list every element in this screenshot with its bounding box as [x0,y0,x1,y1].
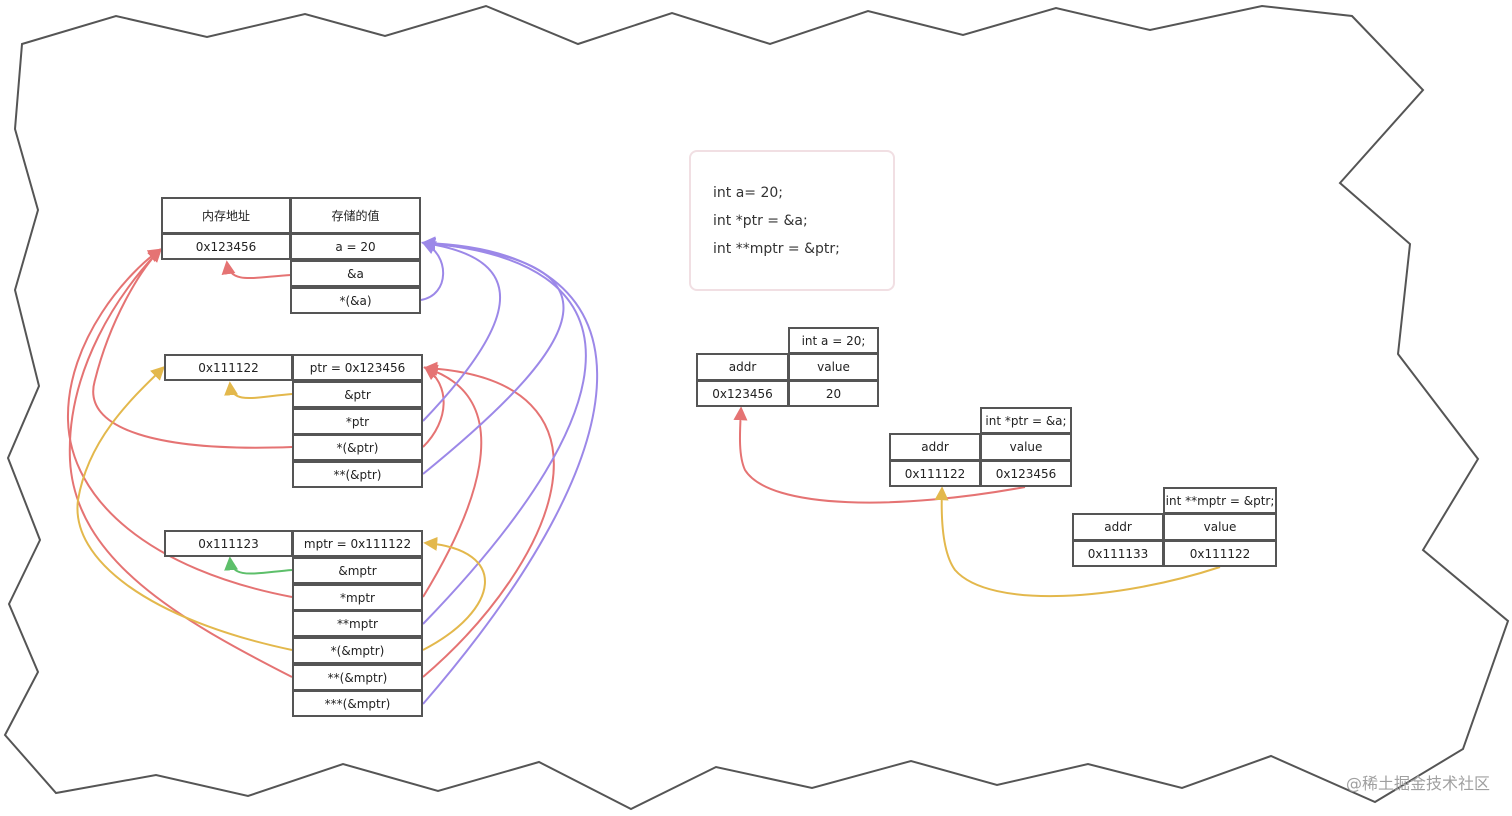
code-line-2: int *ptr = &a; [713,213,808,229]
arrow-star-ptr [421,237,501,422]
arrow-deref-amp-a [420,241,445,301]
var-mptr-value: 0x111122 [1163,540,1277,567]
code-line-3: int **mptr = &ptr; [713,241,840,257]
arrow-deref-amp-mptr-to-mptr [422,536,486,651]
var-ptr-value-label: value [980,433,1072,461]
var-ptr-addr-label: addr [889,433,981,461]
arrow-deref-amp-ptr-to-ptr [422,366,445,448]
arrow-dbl-amp-mptr-to-ptr [422,361,555,678]
var-mptr-addr-label: addr [1072,513,1164,541]
arrow-deref-amp-ptr-to-a-addr [92,248,293,449]
mptr-address-cell: 0x111123 [164,530,293,557]
watermark: @稀土掘金技术社区 [1345,774,1490,793]
arrow-dbl-star-mptr [421,236,587,625]
arrow-dbl-star-amp-ptr [421,236,565,475]
var-ptr-addr: 0x111122 [889,460,981,487]
arrow-amp-mptr-to-addr [224,556,293,575]
code-line-1: int a= 20; [713,185,783,201]
jagged-frame [3,4,1510,811]
mptr-dbl-deref-amp-cell: **(&mptr) [292,664,423,691]
mptr-star-cell: *mptr [292,584,423,611]
ptr-amp-cell: &ptr [292,381,423,408]
arrow-deref-amp-mptr-to-ptr-addr [76,366,293,651]
arrow-triple-star-amp-mptr [421,236,599,705]
var-a-value-label: value [788,353,879,381]
mptr-value-cell: mptr = 0x111122 [292,530,423,557]
arrow-mptr-deref-to-a-addr [66,248,293,598]
ptr-deref-amp-cell: *(&ptr) [292,434,423,461]
arrow-amp-a-to-addr [221,260,292,279]
var-mptr-addr: 0x111133 [1072,540,1164,567]
mptr-amp-cell: &mptr [292,557,423,584]
ptr-dbl-deref-amp-cell: **(&ptr) [292,461,423,488]
arrow-mptr-star-to-ptr [422,364,483,598]
var-ptr-decl: int *ptr = &a; [980,407,1072,434]
mptr-dbl-star-cell: **mptr [292,610,423,637]
arrow-dbl-amp-mptr-to-a-addr [68,248,293,678]
var-mptr-decl: int **mptr = &ptr; [1163,487,1277,514]
a-deref-amp-cell: *(&a) [290,287,421,314]
header-value: 存储的值 [290,197,421,234]
ptr-value-cell: ptr = 0x123456 [292,354,423,381]
code-box: int a= 20; int *ptr = &a; int **mptr = &… [689,150,895,291]
var-ptr-value: 0x123456 [980,460,1072,487]
mptr-triple-deref-amp-cell: ***(&mptr) [292,690,423,717]
var-a-decl: int a = 20; [788,327,879,354]
ptr-star-cell: *ptr [292,408,423,435]
ptr-address-cell: 0x111122 [164,354,293,381]
mptr-deref-amp-cell: *(&mptr) [292,637,423,664]
var-a-addr-label: addr [696,353,789,381]
var-mptr-value-label: value [1163,513,1277,541]
arrow-mptr-value-to-ptr-addr [934,486,1221,598]
var-a-value: 20 [788,380,879,407]
a-amp-cell: &a [290,260,421,287]
header-address: 内存地址 [161,197,291,234]
a-value-cell: a = 20 [290,233,421,260]
a-address-cell: 0x123456 [161,233,291,260]
arrow-amp-ptr-to-addr [224,381,293,399]
var-a-addr: 0x123456 [696,380,789,407]
